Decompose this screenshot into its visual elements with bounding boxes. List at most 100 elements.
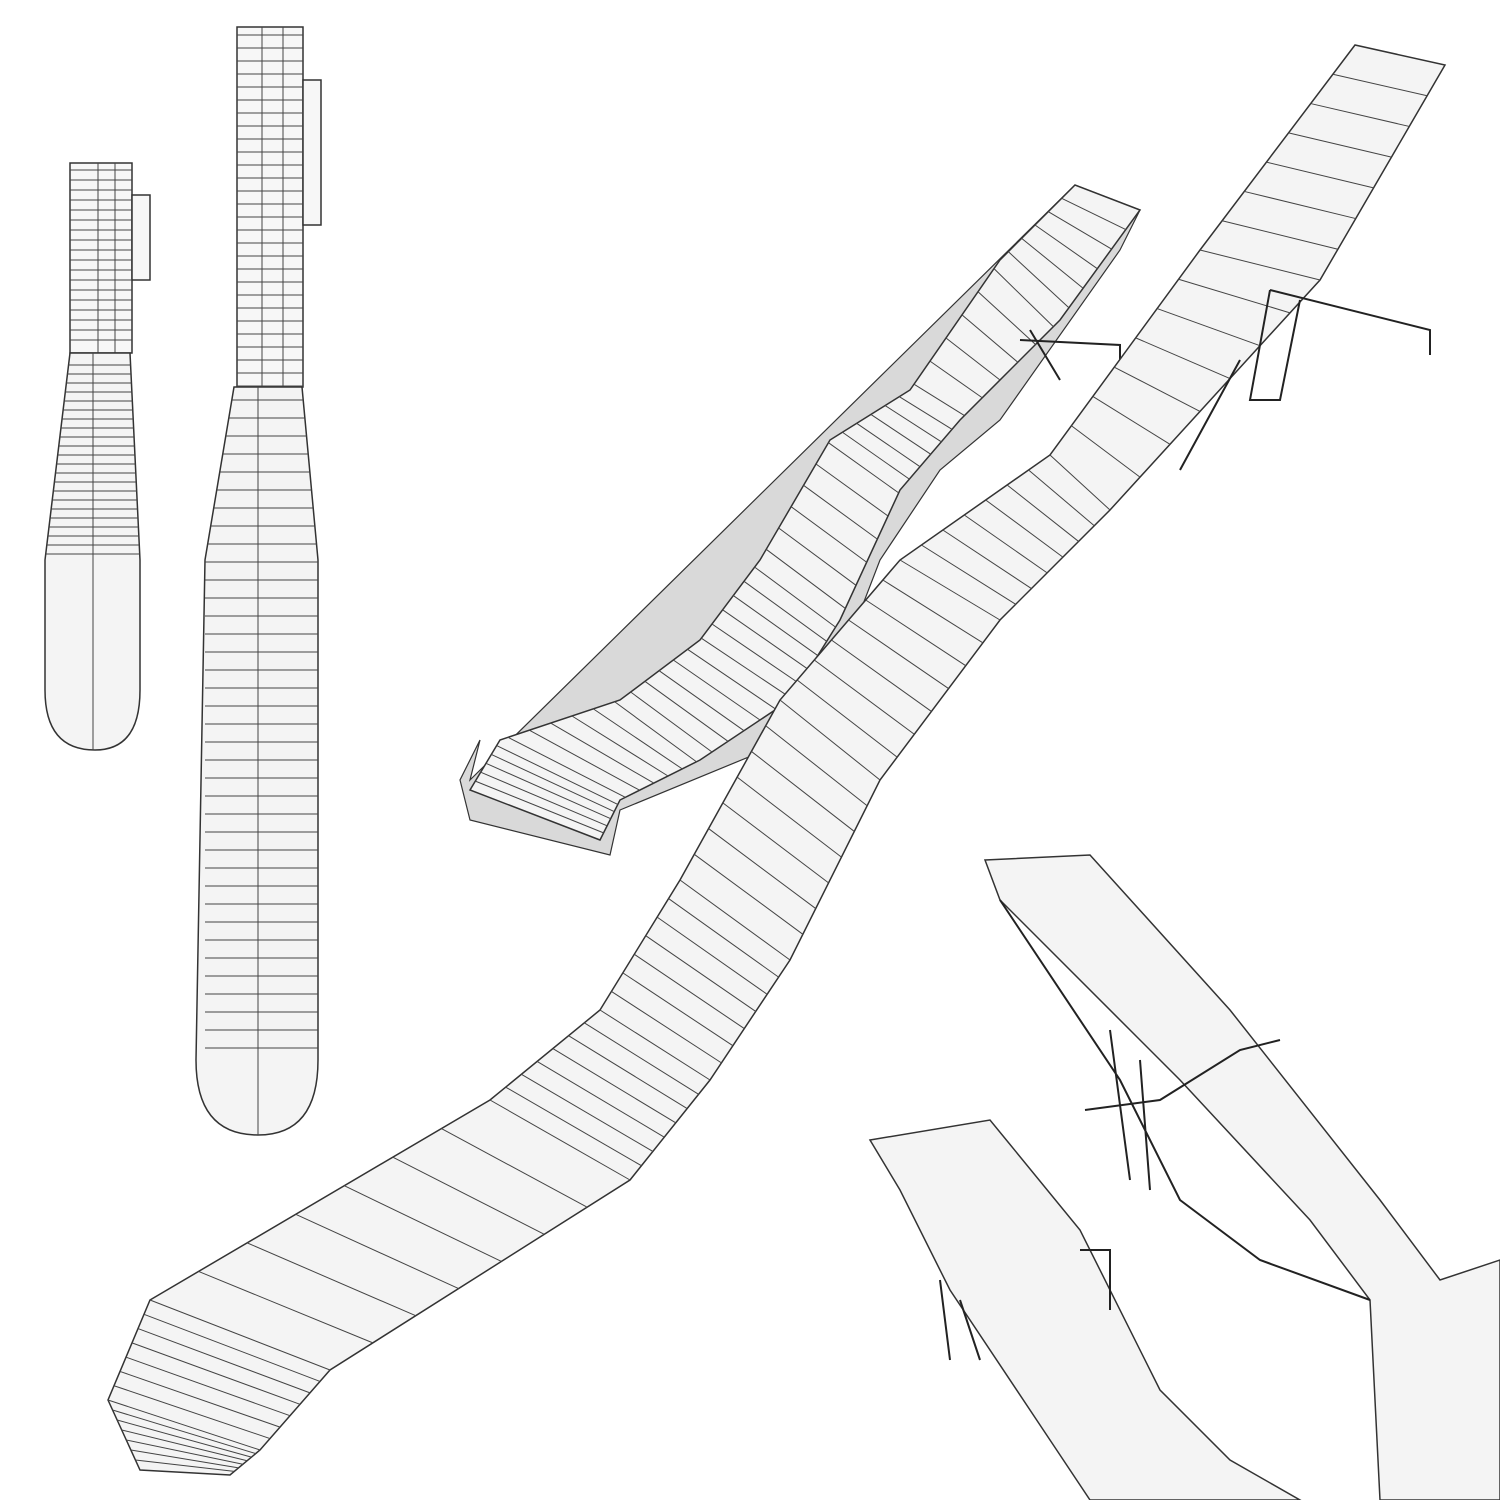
slope-rung bbox=[815, 463, 889, 517]
detail-truss-small bbox=[939, 1249, 1111, 1361]
slope-rung bbox=[673, 659, 761, 721]
slope-rung bbox=[1034, 224, 1098, 270]
slope-rung bbox=[848, 619, 949, 689]
support-truss-large bbox=[1179, 289, 1431, 471]
slope-rung bbox=[743, 580, 827, 642]
slope-rung bbox=[143, 1313, 321, 1382]
slope-rung bbox=[107, 1399, 261, 1451]
slope-rung bbox=[480, 771, 608, 827]
slope-rung bbox=[929, 360, 983, 399]
slope-rung bbox=[1092, 396, 1171, 445]
slope-rung bbox=[571, 715, 669, 777]
slope-rung bbox=[485, 762, 611, 820]
slope-rung bbox=[921, 544, 1016, 605]
slope-rung bbox=[884, 405, 942, 443]
slope-rung bbox=[1156, 308, 1261, 347]
slope-rung bbox=[1178, 278, 1291, 314]
slope-rung bbox=[751, 751, 855, 832]
slope-rung bbox=[496, 745, 618, 805]
slope-rung bbox=[568, 1035, 688, 1109]
slope-rung bbox=[831, 639, 932, 712]
detail-inrun-large bbox=[983, 854, 1500, 1500]
slope-rung bbox=[584, 1022, 699, 1095]
slope-rung bbox=[765, 725, 868, 807]
slope-rung bbox=[813, 659, 915, 735]
slope-rung bbox=[856, 422, 921, 468]
slope-rung bbox=[882, 579, 984, 644]
slope-rung bbox=[865, 599, 966, 667]
slope-rung bbox=[1222, 220, 1338, 250]
slope-rung bbox=[679, 879, 791, 961]
slope-rung bbox=[622, 972, 734, 1047]
slope-rung bbox=[656, 916, 768, 995]
slope-rung bbox=[1061, 197, 1126, 231]
inrun-tower-small bbox=[69, 162, 133, 354]
slope-rung bbox=[634, 953, 745, 1029]
slope-rung bbox=[1199, 249, 1321, 281]
slope-rung bbox=[796, 679, 898, 758]
slope-rung bbox=[441, 1128, 588, 1208]
slope-rung bbox=[985, 499, 1064, 558]
slope-rung bbox=[614, 701, 697, 763]
slope-rung bbox=[711, 623, 801, 685]
slope-rung bbox=[1135, 337, 1231, 380]
slope-rung bbox=[977, 291, 1036, 345]
perspective-large-ski-jump bbox=[107, 44, 1447, 1476]
detail-inrun-small bbox=[868, 1119, 1302, 1500]
slope-rung bbox=[126, 1439, 243, 1465]
slope-rung bbox=[599, 1009, 711, 1081]
slope-rung bbox=[842, 431, 910, 480]
slope-rung bbox=[733, 595, 819, 656]
slope-rung bbox=[1007, 251, 1070, 309]
slope-rung bbox=[899, 396, 953, 430]
slope-rung bbox=[552, 1048, 676, 1124]
slope-rung bbox=[630, 691, 713, 753]
slope-rung bbox=[475, 780, 604, 834]
slope-rung bbox=[668, 898, 779, 978]
slope-rung bbox=[131, 1342, 301, 1405]
slope-rung bbox=[1332, 73, 1428, 97]
inrun-tower-large bbox=[236, 26, 304, 388]
slope-rung bbox=[913, 383, 965, 416]
slope-rung bbox=[708, 828, 817, 909]
slope-rung bbox=[645, 935, 756, 1012]
slope-rung bbox=[521, 1073, 654, 1152]
slope-rung bbox=[536, 1060, 665, 1138]
slope-rung bbox=[119, 1370, 281, 1428]
slope-rung bbox=[491, 753, 615, 813]
top-view-large-ski-jump bbox=[195, 26, 322, 1136]
slope-rung bbox=[993, 268, 1054, 328]
slope-rung bbox=[1266, 161, 1374, 189]
slope-rung bbox=[505, 1086, 642, 1167]
slope-rung bbox=[1006, 484, 1079, 542]
slope-rung bbox=[113, 1385, 271, 1440]
slope-rung bbox=[779, 699, 881, 781]
slope-rung bbox=[778, 527, 857, 586]
slope-rung bbox=[112, 1409, 256, 1455]
slope-rung bbox=[507, 736, 626, 798]
slope-rung bbox=[137, 1328, 311, 1394]
floor-large bbox=[107, 44, 1447, 1476]
slope-rung bbox=[899, 559, 1001, 621]
slope-rung bbox=[1071, 425, 1141, 478]
perspective-small-ski-jump bbox=[459, 184, 1142, 856]
detail-truss-large bbox=[999, 899, 1371, 1301]
slope-rung bbox=[644, 680, 729, 742]
slope-rung bbox=[1114, 366, 1201, 412]
slope-rung bbox=[963, 514, 1048, 574]
slope-rung bbox=[529, 729, 640, 791]
slope-rung bbox=[736, 776, 842, 858]
slope-rung bbox=[117, 1419, 252, 1458]
stair-small bbox=[131, 194, 151, 281]
slope-rung bbox=[828, 442, 899, 494]
slope-rung bbox=[489, 1099, 631, 1181]
slope-rung bbox=[722, 802, 829, 884]
slope-rung bbox=[1288, 132, 1392, 158]
slope-rung bbox=[945, 337, 1001, 381]
slope-rung bbox=[1244, 190, 1356, 220]
slope-rung bbox=[611, 991, 722, 1064]
slope-rung bbox=[693, 853, 804, 935]
slope-rung bbox=[392, 1156, 545, 1235]
detail-view-ski-jumps bbox=[868, 854, 1500, 1500]
slope-rung bbox=[1310, 103, 1410, 127]
